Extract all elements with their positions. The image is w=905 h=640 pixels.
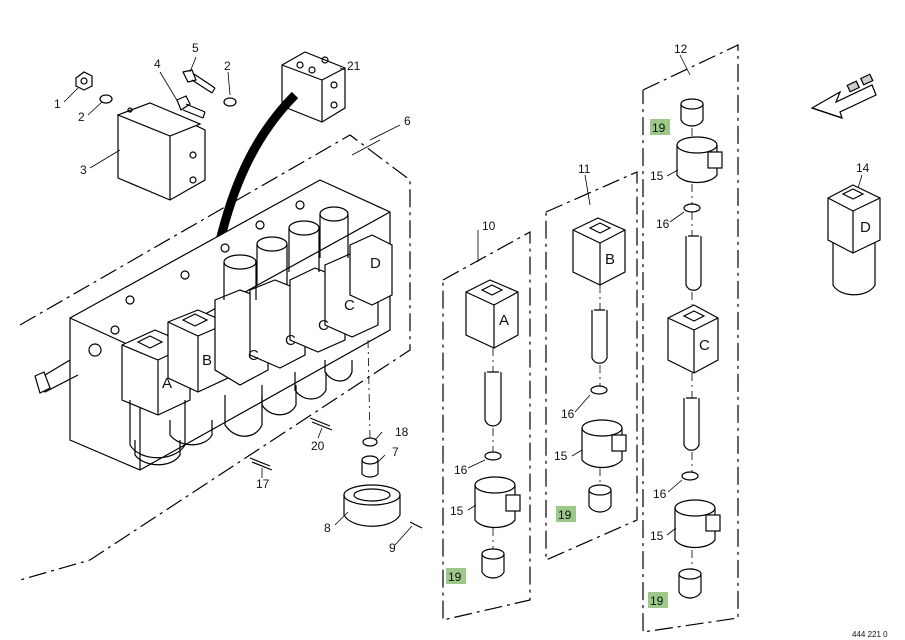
valve-letter-c: C (344, 297, 355, 314)
drawing-reference-code: 444 221 0 (852, 630, 888, 639)
bracket-part (116, 102, 206, 201)
valve-block-c-part (667, 304, 719, 374)
washer-part (362, 437, 378, 447)
callout-17: 17 (256, 477, 270, 491)
connector-block-part (281, 51, 346, 123)
cartridge-part (591, 309, 608, 364)
callout-2: 2 (78, 110, 85, 124)
callout-19-highlight (650, 119, 670, 135)
callout-19-highlight (556, 506, 576, 522)
coil-part (474, 476, 521, 529)
valve-letter-c: C (318, 317, 329, 334)
callout-8: 8 (324, 521, 331, 535)
bolt-part (182, 69, 216, 94)
callout-labels: 1 2 2 3 4 5 6 7 8 9 10 11 12 14 15 15 15… (54, 41, 870, 608)
valve-c-stack (214, 206, 393, 437)
column-c-boundary (642, 44, 739, 633)
callout-7: 7 (392, 445, 399, 459)
callout-6: 6 (404, 114, 411, 128)
callout-15: 15 (650, 169, 664, 183)
cup-part (343, 484, 401, 527)
valve-letter-c: C (248, 347, 259, 364)
washer-part (223, 97, 237, 107)
alignment-lines (367, 128, 693, 569)
callout-16: 16 (454, 463, 468, 477)
valve-letter-c: C (699, 337, 710, 354)
leader-lines (63, 54, 863, 546)
valve-letter-a: A (162, 375, 172, 392)
callout-16: 16 (653, 487, 667, 501)
callout-18: 18 (395, 425, 409, 439)
coil-part (674, 499, 721, 549)
nut-part (75, 71, 93, 91)
callout-4: 4 (154, 57, 161, 71)
sleeve-part (361, 455, 379, 478)
callout-15: 15 (450, 504, 464, 518)
valve-block-b-part (572, 217, 626, 286)
callout-16: 16 (656, 217, 670, 231)
callout-1: 1 (54, 97, 61, 111)
valve-letter-d: D (860, 219, 871, 236)
coil-part (676, 136, 723, 184)
callout-19: 19 (448, 570, 462, 584)
screw-part (249, 457, 273, 471)
callout-12: 12 (674, 42, 688, 56)
column-a-boundary (442, 230, 531, 621)
callout-3: 3 (80, 163, 87, 177)
screw-part (309, 417, 333, 431)
o-ring-part (681, 471, 699, 481)
washer-part (99, 94, 113, 104)
nut-cap-part (588, 484, 612, 513)
valve-block-a-part (465, 279, 519, 349)
callout-11: 11 (578, 162, 591, 176)
callout-19-highlight (648, 592, 668, 608)
callout-16: 16 (561, 407, 575, 421)
valve-letter-c: C (285, 332, 296, 349)
callout-10: 10 (482, 219, 496, 233)
callout-9: 9 (389, 541, 396, 555)
o-ring-part (484, 451, 502, 461)
valve-letter-labels: A B C C C C D A B C D (162, 219, 871, 392)
o-ring-part (590, 385, 608, 395)
nut-cap-part (481, 548, 505, 579)
callout-14: 14 (856, 161, 870, 175)
valve-letter-d: D (370, 255, 381, 272)
callout-5: 5 (192, 41, 199, 55)
callout-19: 19 (558, 508, 572, 522)
o-ring-part (683, 203, 701, 213)
pin-part (409, 521, 423, 529)
valve-d-assembly (827, 184, 881, 296)
cartridge-part (484, 371, 502, 427)
callout-15: 15 (554, 449, 568, 463)
callout-19: 19 (652, 121, 666, 135)
callout-19: 19 (650, 594, 664, 608)
cartridge-part (685, 235, 702, 291)
direction-arrow-icon (810, 73, 877, 119)
nut-cap-part (680, 98, 704, 127)
bolt-part (176, 95, 206, 119)
cartridge-part (683, 397, 700, 451)
nut-cap-part (678, 568, 702, 599)
column-b-boundary (545, 171, 638, 561)
callout-2: 2 (224, 59, 231, 73)
valve-letter-a: A (499, 312, 509, 329)
valve-letter-b: B (202, 352, 212, 369)
callout-20: 20 (311, 439, 325, 453)
coil-part (581, 419, 627, 469)
assembly-boundary (19, 134, 411, 581)
callout-21: 21 (347, 59, 361, 73)
valve-b-assembly (167, 309, 229, 446)
callout-19-highlight (446, 568, 466, 584)
valve-letter-b: B (605, 251, 615, 268)
callout-15: 15 (650, 529, 664, 543)
